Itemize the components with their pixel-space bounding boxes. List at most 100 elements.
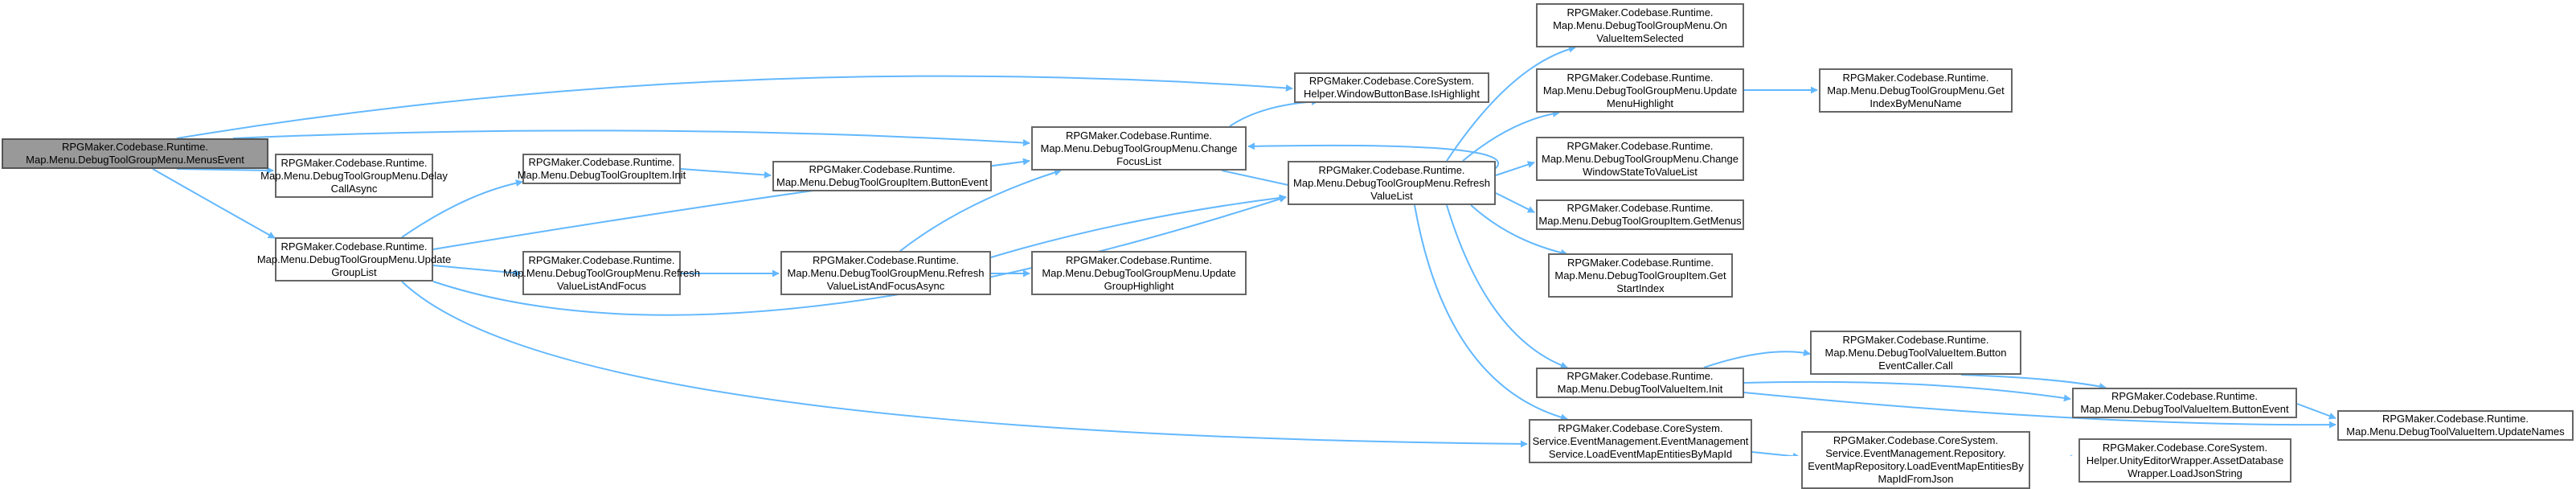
node-label-line: RPGMaker.Codebase.Runtime.: [1318, 163, 1465, 176]
node-label-line: Map.Menu.DebugToolValueItem.Button: [1824, 346, 2007, 359]
node-label-line: Helper.WindowButtonBase.IsHighlight: [1304, 88, 1480, 100]
node-label-line: RPGMaker.Codebase.CoreSystem.: [1833, 434, 1999, 446]
node-label-line: RPGMaker.Codebase.Runtime.: [2381, 413, 2529, 425]
node-label-line: Wrapper.LoadJsonString: [2128, 466, 2242, 479]
edge-menus-event-to-change-focus-list: [232, 129, 1030, 147]
node-label-line: CallAsync: [330, 182, 378, 195]
node-label-line: ValueListAndFocus: [556, 279, 647, 292]
node-on-value-item-selected[interactable]: RPGMaker.Codebase.Runtime.Map.Menu.Debug…: [1536, 3, 1744, 47]
edge-load-event-map-entities-to-repository-load: [1751, 451, 1800, 456]
edge-value-item-init-to-value-item-button-event: [1743, 380, 2071, 402]
node-load-event-map-entities-by-map-id[interactable]: RPGMaker.Codebase.CoreSystem.Service.Eve…: [1529, 419, 1752, 463]
node-button-event-caller-call[interactable]: RPGMaker.Codebase.Runtime.Map.Menu.Debug…: [1810, 331, 2021, 375]
edge-refresh-value-list-to-change-window-state: [1495, 161, 1535, 176]
node-update-group-list[interactable]: RPGMaker.Codebase.Runtime.Map.Menu.Debug…: [257, 237, 451, 281]
node-label-line: RPGMaker.Codebase.Runtime.: [1065, 253, 1213, 266]
node-update-names[interactable]: RPGMaker.Codebase.Runtime.Map.Menu.Debug…: [2337, 410, 2574, 441]
edge-menus-event-to-is-highlight: [176, 75, 1293, 139]
node-refresh-value-list-and-focus[interactable]: RPGMaker.Codebase.Runtime.Map.Menu.Debug…: [503, 251, 700, 295]
node-label-line: Map.Menu.DebugToolGroupMenu.On: [1553, 18, 1727, 31]
node-label-line: RPGMaker.Codebase.Runtime.: [1566, 139, 1714, 152]
edge-menus-event-to-update-group-list: [152, 168, 276, 239]
node-label-line: RPGMaker.Codebase.Runtime.: [281, 156, 428, 169]
node-menus-event[interactable]: RPGMaker.Codebase.Runtime.Map.Menu.Debug…: [2, 138, 268, 169]
node-is-highlight[interactable]: RPGMaker.Codebase.CoreSystem.Helper.Wind…: [1294, 72, 1489, 103]
node-change-focus-list[interactable]: RPGMaker.Codebase.Runtime.Map.Menu.Debug…: [1031, 126, 1247, 171]
node-label-line: RPGMaker.Codebase.Runtime.: [1566, 6, 1714, 18]
edge-change-focus-list-to-is-highlight: [1229, 97, 1319, 127]
edge-update-group-list-to-refresh-value-list: [432, 195, 1287, 316]
node-label-line: Map.Menu.DebugToolGroupItem.GetMenus: [1538, 215, 1742, 227]
node-label-line: RPGMaker.Codebase.CoreSystem.: [1308, 75, 1475, 87]
node-label-line: Map.Menu.DebugToolValueItem.UpdateNames: [2346, 425, 2565, 438]
edge-button-event-caller-call-to-value-item-button-event: [1960, 374, 2107, 390]
node-change-window-state-to-value-list[interactable]: RPGMaker.Codebase.Runtime.Map.Menu.Debug…: [1536, 137, 1744, 181]
node-label-line: RPGMaker.Codebase.CoreSystem.: [1558, 421, 1723, 434]
edge-value-item-button-event-to-update-names: [2296, 403, 2336, 420]
edge-refresh-value-list-to-value-item-init: [1446, 204, 1568, 369]
edge-update-group-list-to-refresh-value-list-and-focus: [432, 265, 522, 277]
node-refresh-value-list-and-focus-async[interactable]: RPGMaker.Codebase.Runtime.Map.Menu.Debug…: [780, 251, 991, 295]
node-label-line: Map.Menu.DebugToolGroupItem.Get: [1554, 269, 1726, 281]
node-label-line: MenuHighlight: [1606, 97, 1674, 109]
node-label-line: StartIndex: [1616, 281, 1665, 294]
node-repository-load-event-map-entities[interactable]: RPGMaker.Codebase.CoreSystem.Service.Eve…: [1801, 431, 2030, 489]
node-label-line: WindowStateToValueList: [1583, 165, 1698, 178]
node-label-line: Map.Menu.DebugToolGroupItem.Init: [517, 169, 686, 181]
node-label-line: RPGMaker.Codebase.Runtime.: [2111, 390, 2259, 402]
node-label-line: GroupList: [331, 265, 377, 278]
node-label-line: Map.Menu.DebugToolValueItem.Init: [1557, 383, 1723, 395]
edge-refresh-value-list-and-focus-async-to-change-focus-list: [899, 169, 1062, 252]
node-label-line: EventMapRepository.LoadEventMapEntitiesB…: [1808, 460, 2024, 472]
node-value-item-button-event[interactable]: RPGMaker.Codebase.Runtime.Map.Menu.Debug…: [2072, 388, 2297, 418]
node-label-line: RPGMaker.Codebase.Runtime.: [809, 163, 956, 175]
edge-refresh-value-list-to-on-value-item-selected: [1446, 45, 1576, 162]
node-label-line: RPGMaker.Codebase.Runtime.: [812, 253, 960, 266]
node-group-item-button-event[interactable]: RPGMaker.Codebase.Runtime.Map.Menu.Debug…: [772, 161, 992, 191]
node-label-line: RPGMaker.Codebase.Runtime.: [281, 240, 428, 253]
node-label-line: Map.Menu.DebugToolGroupMenu.Refresh: [1293, 176, 1490, 189]
node-update-menu-highlight[interactable]: RPGMaker.Codebase.Runtime.Map.Menu.Debug…: [1536, 68, 1744, 113]
node-label-line: RPGMaker.Codebase.Runtime.: [1842, 333, 1989, 346]
node-label-line: Map.Menu.DebugToolGroupMenu.MenusEvent: [26, 154, 244, 166]
edge-refresh-value-list-to-update-menu-highlight: [1462, 109, 1560, 162]
node-get-start-index[interactable]: RPGMaker.Codebase.Runtime.Map.Menu.Debug…: [1548, 253, 1733, 298]
node-update-group-highlight[interactable]: RPGMaker.Codebase.Runtime.Map.Menu.Debug…: [1031, 251, 1247, 295]
edge-value-item-init-to-update-names: [1743, 392, 2336, 429]
call-graph-canvas: RPGMaker.Codebase.Runtime.Map.Menu.Debug…: [2, 3, 2574, 489]
node-label-line: RPGMaker.Codebase.Runtime.: [61, 141, 209, 153]
node-label-line: EventCaller.Call: [1878, 359, 1953, 372]
edge-value-item-init-to-button-event-caller-call: [1703, 349, 1811, 368]
edge-update-group-list-to-load-event-map-entities: [401, 281, 1528, 448]
node-label-line: RPGMaker.Codebase.Runtime.: [1566, 256, 1714, 269]
node-label-line: Map.Menu.DebugToolGroupMenu.Change: [1542, 152, 1738, 165]
node-label-line: MapIdFromJson: [1878, 473, 1954, 485]
edge-refresh-value-list-to-load-event-map-entities: [1414, 204, 1568, 421]
node-label-line: Map.Menu.DebugToolGroupMenu.Update: [1542, 84, 1738, 97]
node-get-index-by-menu-name[interactable]: RPGMaker.Codebase.Runtime.Map.Menu.Debug…: [1819, 68, 2013, 113]
node-label-line: GroupHighlight: [1104, 279, 1174, 292]
node-load-json-string[interactable]: RPGMaker.Codebase.CoreSystem.Helper.Unit…: [2078, 438, 2291, 483]
node-label-line: Map.Menu.DebugToolGroupItem.ButtonEvent: [776, 176, 989, 188]
node-label-line: RPGMaker.Codebase.Runtime.: [528, 253, 675, 266]
node-label-line: ValueListAndFocusAsync: [826, 279, 945, 292]
node-label-line: ValueItemSelected: [1596, 31, 1684, 44]
node-label-line: Service.EventManagement.EventManagement: [1532, 434, 1749, 447]
edge-refresh-value-list-to-get-menus: [1495, 192, 1535, 213]
node-label-line: RPGMaker.Codebase.CoreSystem.: [2102, 441, 2268, 454]
node-label-line: RPGMaker.Codebase.Runtime.: [528, 156, 675, 168]
edge-refresh-value-list-to-get-start-index: [1470, 204, 1568, 257]
node-label-line: Map.Menu.DebugToolGroupMenu.Change: [1040, 142, 1238, 154]
node-label-line: Map.Menu.DebugToolGroupMenu.Refresh: [503, 266, 700, 279]
node-refresh-value-list[interactable]: RPGMaker.Codebase.Runtime.Map.Menu.Debug…: [1288, 161, 1496, 205]
node-label-line: Map.Menu.DebugToolGroupMenu.Update: [1042, 266, 1236, 279]
node-label-line: RPGMaker.Codebase.Runtime.: [1842, 71, 1989, 84]
edge-menus-event-to-delay-call-async: [176, 166, 274, 175]
node-get-menus[interactable]: RPGMaker.Codebase.Runtime.Map.Menu.Debug…: [1536, 199, 1744, 230]
node-debug-tool-group-item-init[interactable]: RPGMaker.Codebase.Runtime.Map.Menu.Debug…: [518, 154, 686, 184]
node-value-item-init[interactable]: RPGMaker.Codebase.Runtime.Map.Menu.Debug…: [1536, 368, 1744, 398]
node-delay-call-async[interactable]: RPGMaker.Codebase.Runtime.Map.Menu.Debug…: [260, 154, 448, 198]
node-label-line: RPGMaker.Codebase.Runtime.: [1566, 202, 1714, 214]
node-label-line: Service.LoadEventMapEntitiesByMapId: [1548, 447, 1733, 460]
node-label-line: RPGMaker.Codebase.Runtime.: [1065, 129, 1213, 142]
